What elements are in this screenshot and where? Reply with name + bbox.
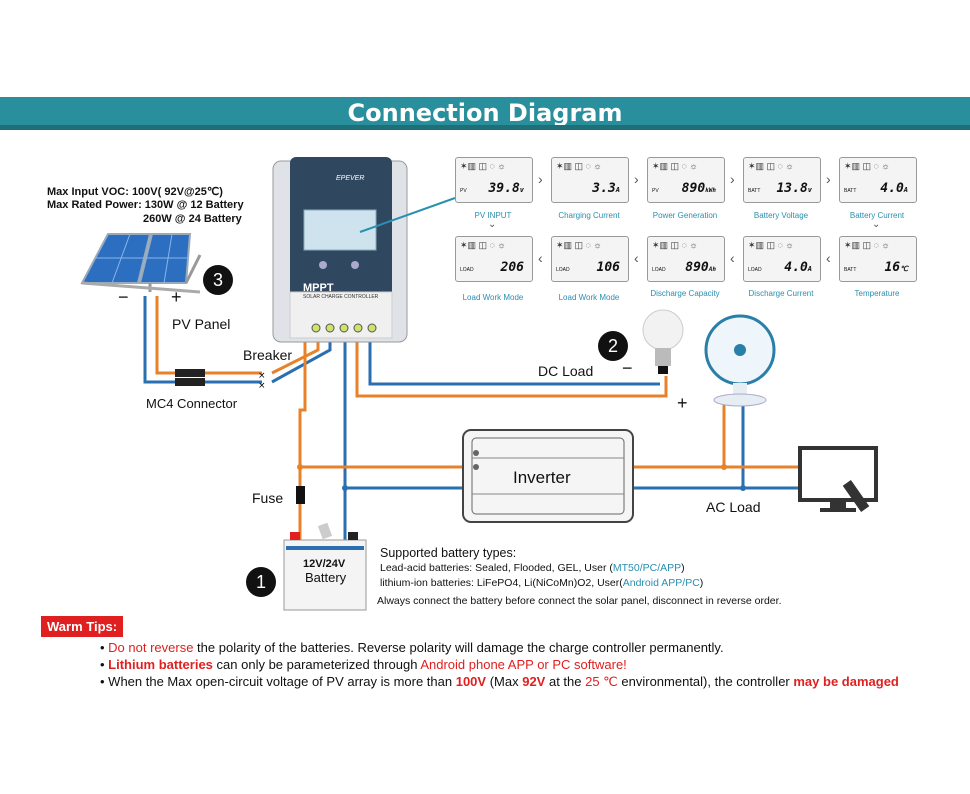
positive-wires [155, 296, 805, 545]
breaker-label: Breaker [243, 347, 293, 363]
arrow-right-icon: › [826, 171, 831, 187]
tip-2: • Lithium batteries can only be paramete… [100, 657, 627, 672]
caption-discharge-capacity: Discharge Capacity [650, 289, 720, 298]
dc-plus-sign: + [677, 393, 688, 413]
fuse-label: Fuse [252, 490, 284, 506]
pv-panel-icon [80, 233, 202, 294]
arrow-right-icon: › [730, 171, 735, 187]
arrow-left-icon: ‹ [730, 250, 735, 266]
inverter-icon [462, 429, 634, 523]
badge-1: 1 [246, 567, 276, 597]
title-bar-shade [0, 125, 970, 130]
arrow-left-icon: ‹ [634, 250, 639, 266]
pv-panel-label: PV Panel [172, 316, 231, 332]
connection-order-note: Always connect the battery before connec… [377, 595, 782, 607]
pv-plus-sign: + [171, 287, 182, 307]
badge-2: 2 [598, 331, 628, 361]
lithium-line: lithium-ion batteries: LiFePO4, Li(NiCoM… [380, 577, 704, 589]
caption-battery-voltage: Battery Voltage [753, 211, 809, 220]
mc4-label: MC4 Connector [146, 396, 238, 411]
mppt-label: MPPT [303, 282, 334, 294]
svg-text:×: × [258, 371, 266, 381]
battery-voltage-label: 12V/24V [303, 558, 346, 570]
caption-temperature: Temperature [854, 289, 900, 298]
arrow-right-icon: › [538, 171, 543, 187]
arrow-left-icon: ‹ [538, 250, 543, 266]
brand-logo: EPEVER [336, 175, 365, 182]
max-rated-power: Max Rated Power: 130W @ 12 Battery [47, 199, 244, 211]
lead-acid-line: Lead-acid batteries: Sealed, Flooded, GE… [380, 562, 685, 574]
arrow-left-icon: ‹ [826, 250, 831, 266]
page-title: Connection Diagram [347, 99, 623, 127]
max-input-voc: Max Input VOC: 100V( 92V@25℃) [47, 186, 223, 198]
caption-load-work-mode-2: Load Work Mode [558, 293, 620, 302]
caption-charging-current: Charging Current [558, 211, 620, 220]
charge-controller-icon [272, 157, 408, 343]
mc4-connector-icon: × × [175, 369, 266, 391]
svg-text:×: × [258, 381, 266, 391]
lcd-charging-current: ✶▥ ◫ ◌ ☼3.3A [551, 157, 629, 203]
caption-pv-input: PV INPUT [474, 211, 512, 220]
mppt-sub-label: SOLAR CHARGE CONTROLLER [303, 294, 379, 300]
arrow-right-icon: › [634, 171, 639, 187]
title-bar: Connection Diagram [0, 97, 970, 130]
caption-battery-current: Battery Current [849, 211, 905, 220]
inverter-label: Inverter [513, 468, 571, 487]
dc-minus-sign: − [622, 358, 633, 378]
pv-minus-sign: − [118, 287, 129, 307]
fan-icon [704, 314, 776, 407]
battery-label: Battery [305, 570, 347, 585]
battery-types-heading: Supported battery types: [380, 546, 517, 560]
warm-tips-badge: Warm Tips: [41, 616, 124, 637]
badge-3: 3 [203, 265, 233, 295]
tip-1: • Do not reverse the polarity of the bat… [100, 640, 724, 655]
max-rated-power-24: 260W @ 24 Battery [143, 213, 242, 225]
arrow-down-icon: ⌄ [872, 219, 881, 230]
fuse-icon [296, 486, 305, 504]
caption-load-work-mode-1: Load Work Mode [462, 293, 524, 302]
ac-load-label: AC Load [706, 499, 761, 515]
tv-icon [798, 446, 878, 512]
dc-load-label: DC Load [538, 363, 594, 379]
caption-discharge-current: Discharge Current [748, 289, 814, 298]
tip-3: • When the Max open-circuit voltage of P… [100, 674, 899, 689]
battery-icon [283, 522, 367, 611]
light-bulb-icon [642, 309, 684, 374]
caption-power-generation: Power Generation [652, 211, 718, 220]
arrow-down-icon: ⌄ [488, 219, 497, 230]
